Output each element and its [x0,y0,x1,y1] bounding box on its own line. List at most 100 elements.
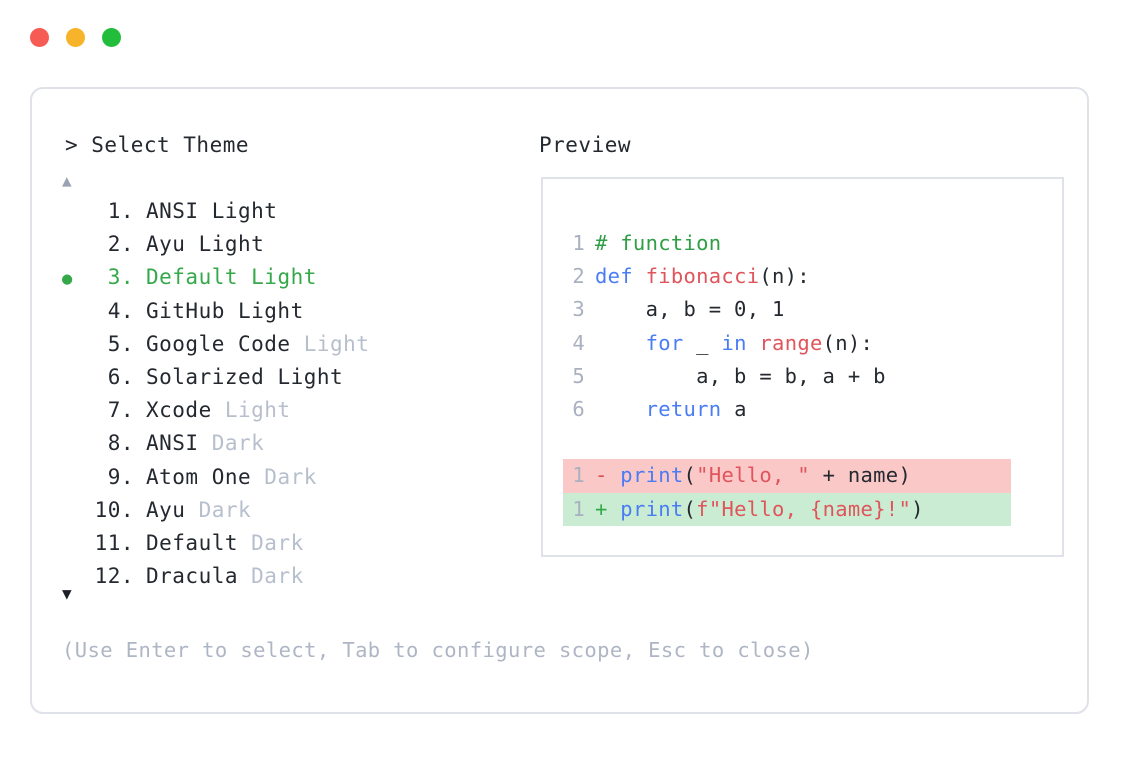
theme-list-item[interactable]: ● 11. Default Dark [62,531,532,564]
theme-item-name: Ayu [146,232,186,257]
diff-sign: - [595,463,621,488]
code-token: return [645,397,722,422]
scroll-up-icon[interactable]: ▲ [62,171,72,190]
diff-sign: + [595,496,621,521]
code-line-number: 4 [572,330,585,355]
theme-item-name: Dracula [146,564,239,589]
scroll-down-icon[interactable]: ▼ [62,584,72,603]
code-line-number: 6 [572,397,585,422]
theme-list-item[interactable]: ●7.Xcode Light [62,398,532,431]
theme-item-name: GitHub [146,298,225,323]
theme-item-variant: Light [198,199,278,223]
theme-list-item[interactable]: ●9.Atom One Dark [62,465,532,498]
bullet-placeholder: ● [62,205,88,222]
theme-list: ●1.ANSI Light●2.Ayu Light●3.Default Ligh… [62,199,532,597]
code-token: ( [683,496,697,521]
theme-list-item[interactable]: ● 8. ANSI Dark [62,431,532,464]
bullet-placeholder: ● [62,305,88,322]
theme-item-number: 1. [107,199,134,223]
theme-item-name: Ayu [146,497,186,522]
theme-item-number: 8. [107,431,134,456]
theme-list-item[interactable]: ● 10. Ayu Dark [62,498,532,531]
theme-item-variant: Dark [238,564,304,589]
theme-item-number: 10. [94,497,134,522]
code-line: 4 for _ in range(n): [563,327,1062,360]
code-token: print [620,496,684,521]
theme-item-variant: Light [185,232,265,257]
bullet-placeholder: ● [62,504,88,521]
theme-list-item[interactable]: ●5.Google Code Light [62,332,532,365]
theme-item-variant: Light [211,398,291,423]
minimize-button[interactable] [66,28,85,47]
selected-bullet-icon: ● [62,269,73,290]
theme-list-item[interactable]: ●1.ANSI Light [62,199,532,232]
code-token [595,397,646,421]
theme-item-name: Xcode [146,398,212,423]
code-line: 6 return a [563,393,1062,426]
code-token [747,331,760,355]
code-token: + name) [809,463,912,488]
code-line-number: 1 [572,496,585,521]
theme-item-number: 6. [107,364,134,389]
code-token: f"Hello, {name}!" [696,496,912,521]
theme-item-variant: Light [238,265,317,290]
bullet-placeholder: ● [62,437,88,454]
theme-list-item[interactable]: ●3.Default Light [62,265,532,298]
bullet-placeholder: ● [62,338,88,355]
code-token: # function [595,231,722,255]
bullet-placeholder: ● [62,537,88,554]
theme-item-name: Solarized [146,364,265,389]
code-token: for [645,330,684,355]
theme-item-number: 5. [107,331,134,356]
theme-list-item[interactable]: ● 4. GitHub Light [62,299,532,332]
code-spacer [563,426,1062,459]
code-line-number: 5 [572,363,585,388]
diff-line-add: 1 + print(f"Hello, {name}!") [563,492,1011,526]
code-token: a, b = 0, 1 [595,297,785,322]
code-token: (n): [822,330,874,355]
code-token: a [721,397,747,422]
code-line: 3 a, b = 0, 1 [563,293,1062,326]
theme-item-number: 11. [94,530,134,555]
theme-item-name: Atom One [146,464,252,489]
bullet-placeholder: ● [62,471,88,488]
theme-list-item[interactable]: ●2.Ayu Light [62,232,532,265]
code-line: 1 # function [563,227,1062,260]
select-theme-prompt: > Select Theme [65,133,250,157]
bullet-placeholder: ● [62,404,88,421]
code-line-number: 1 [572,463,585,488]
theme-item-variant: Dark [198,431,265,456]
code-token: (n): [759,264,810,289]
bullet-placeholder: ● [62,238,88,255]
diff-line-del: 1- print("Hello, " + name) [563,459,1011,493]
theme-item-name: ANSI [146,431,199,456]
theme-list-item[interactable]: ●12.Dracula Dark [62,564,532,597]
code-token: a, b = b, a + b [595,363,886,388]
bullet-placeholder: ● [62,371,88,388]
code-token: in [721,330,747,355]
theme-item-variant: Light [224,298,304,323]
theme-item-variant: Dark [251,464,317,489]
code-token: _ [683,330,722,355]
preview-label: Preview [539,133,632,157]
code-line-number: 3 [572,297,585,322]
theme-item-variant: Dark [238,530,304,555]
code-token: ) [911,496,924,521]
code-token: def [595,264,646,289]
code-token: "Hello, " [696,463,810,488]
theme-item-variant: Light [264,364,344,389]
maximize-button[interactable] [102,28,121,47]
code-line-number: 1 [572,231,585,255]
close-button[interactable] [30,28,49,47]
code-token: ( [683,463,697,488]
theme-item-number: 4. [107,298,134,323]
theme-item-variant: Dark [185,497,252,522]
bullet-placeholder: ● [62,570,88,587]
code-token: range [759,330,823,355]
theme-item-name: Default [146,530,239,555]
code-token: fibonacci [645,264,760,289]
theme-list-item[interactable]: ● 6. Solarized Light [62,365,532,398]
theme-item-variant: Light [290,331,370,356]
